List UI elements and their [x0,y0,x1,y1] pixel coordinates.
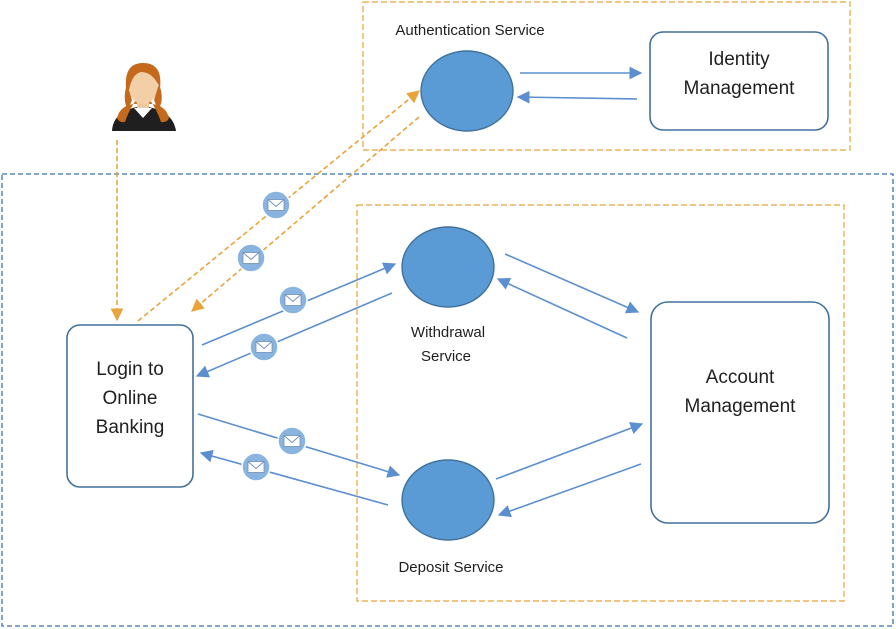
login-node: Login to Online Banking [66,324,194,488]
account-management-node: Account Management [650,301,830,524]
account-to-withdrawal-arrow [496,277,628,339]
account-label-line-1: Account [706,367,775,388]
login-label-line-3: Banking [96,417,165,438]
deposit-to-login-arrow [199,449,389,506]
message-envelope-icon [261,190,291,220]
auth-domain-boundary [362,1,851,151]
main-system-boundary [1,173,894,627]
deposit-service-label: Deposit Service [398,559,503,576]
login-label-line-2: Online [103,388,158,409]
deposit-to-account-arrow [495,422,644,480]
account-to-deposit-arrow [497,463,642,518]
login-label-line-1: Login to [96,359,164,380]
message-envelope-icon [278,285,308,315]
authentication-service-label: Authentication Service [395,22,544,39]
message-envelope-icon [277,426,307,456]
auth-to-login-arrow [191,116,420,312]
identity-management-node: Identity Management [649,31,829,131]
authentication-service-circle [420,50,514,132]
identity-to-auth-arrow [516,90,638,104]
deposit-service-circle [401,459,495,541]
message-envelope-icon [241,452,271,482]
withdrawal-to-login-arrow [195,292,393,378]
account-domain-boundary [356,204,845,602]
message-envelope-icon [236,243,266,273]
message-envelope-icon [249,332,279,362]
identity-label-line-1: Identity [708,49,770,70]
login-to-auth-arrow [137,90,420,322]
withdrawal-to-account-arrow [504,253,640,314]
account-label-line-2: Management [685,396,797,417]
withdrawal-service-label-line-1: Withdrawal [411,324,485,341]
identity-label-line-2: Management [684,78,796,99]
withdrawal-service-circle [401,226,495,308]
user-person-icon [112,63,176,131]
withdrawal-service-label-line-2: Service [421,348,471,365]
